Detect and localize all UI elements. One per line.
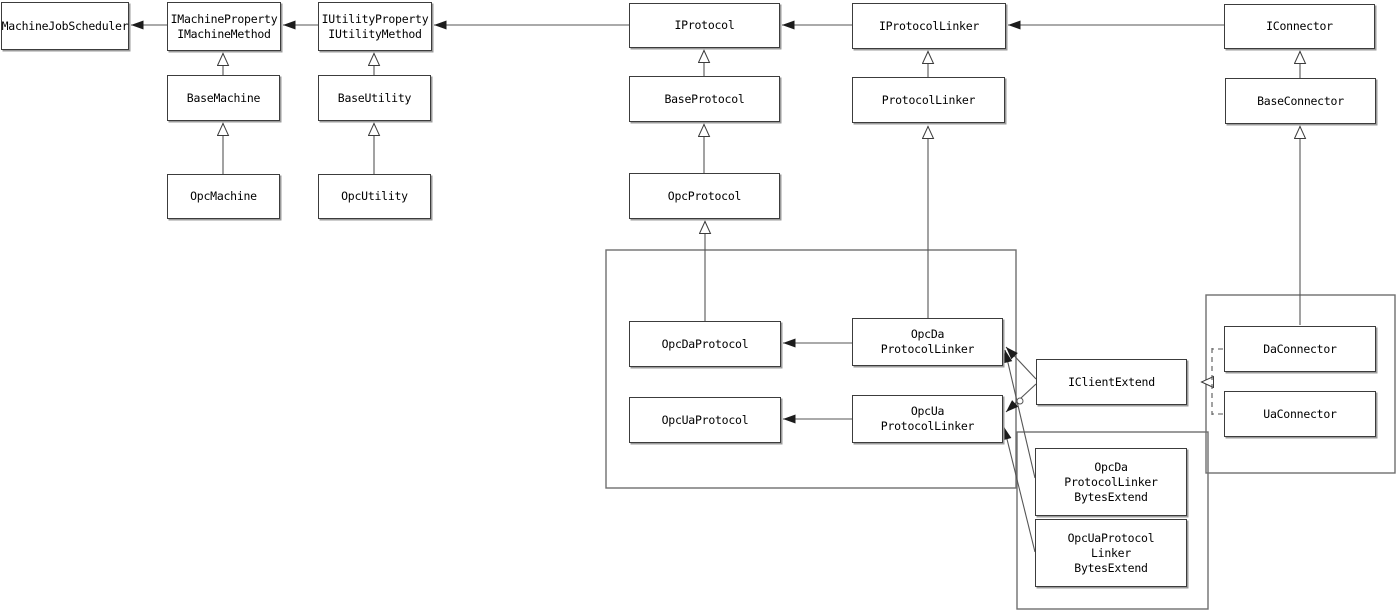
line-decorations <box>1016 397 1024 405</box>
group-container-bytes-extend-group <box>1016 431 1209 610</box>
relationship-lines <box>131 20 1300 553</box>
edge-dependency-opc-ua-protocol-linker-bytes-extend-to-opc-ua-protocol-linker <box>1002 426 1036 553</box>
group-container-protocol-group <box>605 249 1017 489</box>
line-crossing-jump-circle <box>1016 397 1024 405</box>
group-boxes <box>605 249 1396 610</box>
edge-dependency-opc-da-protocol-linker-bytes-extend-to-opc-da-protocol-linker <box>1003 349 1036 479</box>
